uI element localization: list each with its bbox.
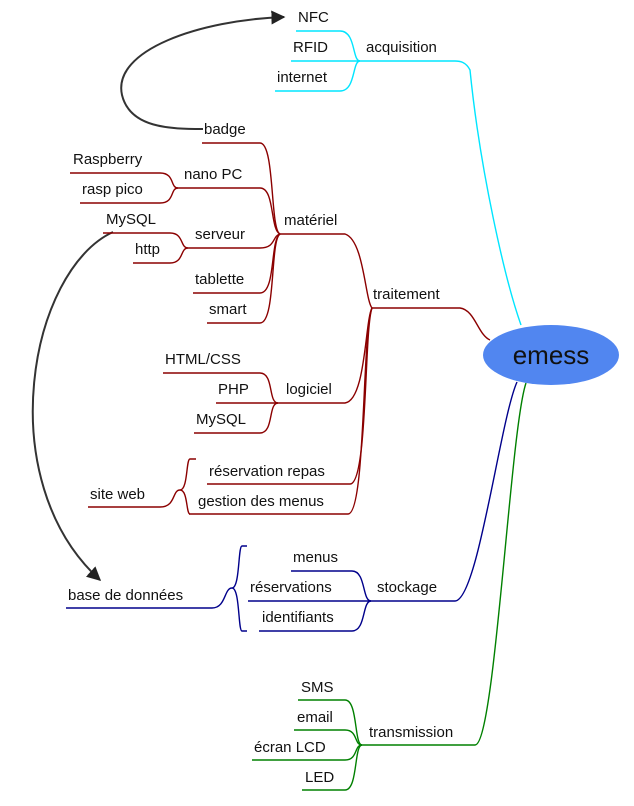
brace-site-web — [88, 458, 196, 515]
node-http[interactable]: http — [135, 241, 160, 258]
connector-acquisition-internet — [275, 60, 361, 92]
node-nfc[interactable]: NFC — [298, 9, 329, 26]
connector-materiel-nanopc — [178, 187, 281, 235]
root-node[interactable]: emess — [483, 325, 619, 385]
node-serveur[interactable]: serveur — [195, 226, 245, 243]
node-internet[interactable]: internet — [277, 69, 328, 86]
node-php[interactable]: PHP — [218, 381, 249, 398]
node-raspberry[interactable]: Raspberry — [73, 151, 143, 168]
relationship-badge-to-nfc[interactable] — [120, 10, 286, 130]
connector-logiciel-htmlcss — [163, 372, 279, 404]
node-rfid[interactable]: RFID — [293, 39, 328, 56]
branch-stockage[interactable]: stockage menus réservations identifiants… — [66, 381, 518, 632]
connector-materiel-serveur — [188, 233, 281, 249]
connector-nanopc-raspberry — [70, 172, 179, 189]
node-reservation-repas[interactable]: réservation repas — [209, 463, 325, 480]
node-acquisition[interactable]: acquisition — [366, 39, 437, 56]
node-materiel[interactable]: matériel — [284, 212, 337, 229]
root-label: emess — [513, 340, 590, 370]
connector-traitement-gestion-menus — [189, 307, 373, 515]
connector-stockage-menus — [291, 570, 372, 602]
node-tablette[interactable]: tablette — [195, 271, 244, 288]
connector-root-traitement — [372, 307, 491, 341]
node-traitement[interactable]: traitement — [373, 286, 441, 303]
node-badge[interactable]: badge — [204, 121, 246, 138]
node-html-css[interactable]: HTML/CSS — [165, 351, 241, 368]
connector-root-acquisition — [360, 60, 522, 326]
node-identifiants[interactable]: identifiants — [262, 609, 334, 626]
node-sms[interactable]: SMS — [301, 679, 334, 696]
connector-serveur-mysql — [103, 232, 189, 249]
branch-acquisition[interactable]: acquisition NFC RFID internet — [275, 9, 522, 326]
node-nano-pc[interactable]: nano PC — [184, 166, 243, 183]
connector-materiel-smart — [207, 233, 281, 324]
node-transmission[interactable]: transmission — [369, 724, 453, 741]
connector-root-stockage — [371, 381, 518, 602]
connector-stockage-identifiants — [259, 600, 372, 632]
connector-transmission-email — [294, 729, 363, 746]
node-smart[interactable]: smart — [209, 301, 247, 318]
branch-transmission[interactable]: transmission SMS email écran LCD LED — [252, 382, 527, 791]
node-ecran-lcd[interactable]: écran LCD — [254, 739, 326, 756]
node-stockage[interactable]: stockage — [377, 579, 437, 596]
node-email[interactable]: email — [297, 709, 333, 726]
connector-transmission-led — [302, 744, 363, 791]
connector-nanopc-raspico — [80, 187, 179, 204]
connector-logiciel-mysql — [194, 402, 279, 434]
node-led[interactable]: LED — [305, 769, 334, 786]
node-base-de-donnees[interactable]: base de données — [68, 587, 183, 604]
connector-root-transmission — [362, 382, 527, 746]
node-mysql-logiciel[interactable]: MySQL — [196, 411, 246, 428]
node-mysql-serveur[interactable]: MySQL — [106, 211, 156, 228]
branch-traitement[interactable]: traitement matériel badge nano PC Raspbe… — [70, 121, 491, 515]
node-rasp-pico[interactable]: rasp pico — [82, 181, 143, 198]
node-reservations[interactable]: réservations — [250, 579, 332, 596]
root-ellipse[interactable] — [483, 325, 619, 385]
node-menus[interactable]: menus — [293, 549, 338, 566]
relationship-mysql-to-database[interactable] — [31, 231, 114, 581]
connector-serveur-http — [133, 247, 189, 264]
connector-traitement-materiel — [280, 233, 373, 309]
node-logiciel[interactable]: logiciel — [286, 381, 332, 398]
connector-acquisition-nfc — [296, 30, 361, 62]
node-gestion-des-menus[interactable]: gestion des menus — [198, 493, 324, 510]
node-site-web[interactable]: site web — [90, 486, 145, 503]
brace-base-de-donnees — [66, 545, 247, 632]
connector-materiel-badge — [202, 142, 281, 235]
